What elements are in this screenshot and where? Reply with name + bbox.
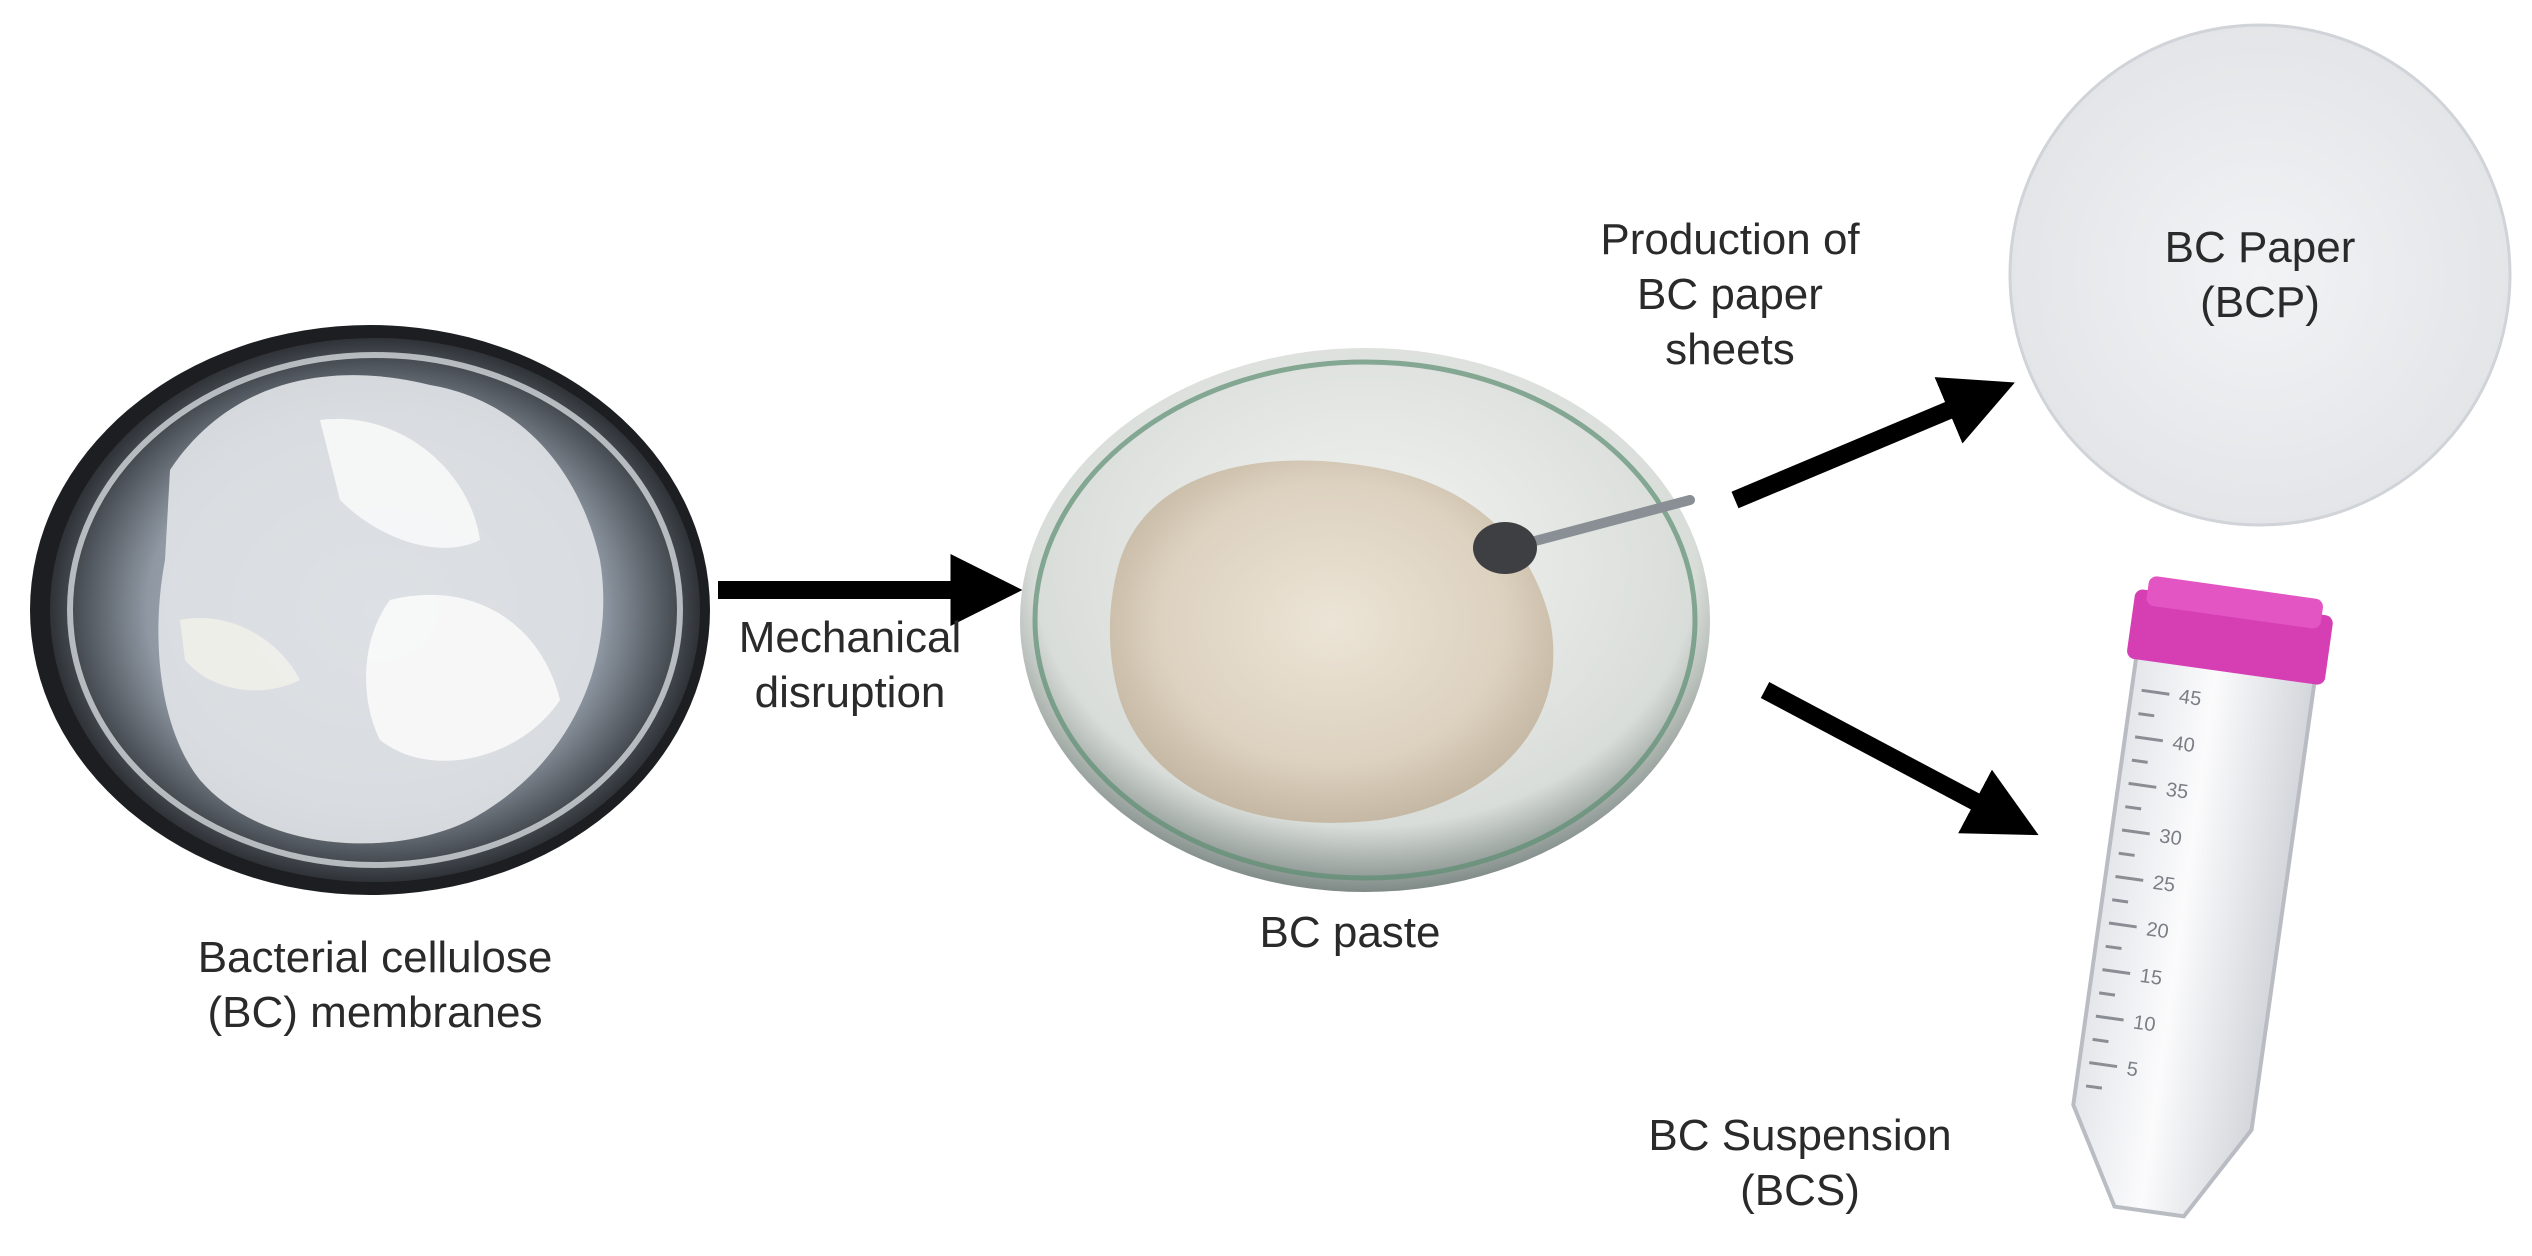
tube-minor-tick <box>2112 898 2129 904</box>
tube-tick <box>2128 781 2157 789</box>
tube-scale-number: 40 <box>2171 732 2196 757</box>
tube-scale-number: 35 <box>2165 779 2190 804</box>
tube-minor-tick <box>2105 944 2122 951</box>
paper-label: BC Paper (BCP) <box>2164 223 2356 327</box>
tube-tick <box>2095 1014 2124 1022</box>
tube-minor-tick <box>2085 1084 2103 1090</box>
tube-minor-tick <box>2098 991 2116 997</box>
tube-minor-tick <box>2092 1037 2109 1044</box>
tube-scale-number: 20 <box>2145 918 2170 943</box>
tube-scale-number: 25 <box>2151 872 2176 897</box>
tube-tick <box>2089 1061 2118 1069</box>
tube-minor-tick <box>2138 712 2155 718</box>
production-label: Production of BC paper sheets <box>1600 215 1860 374</box>
membranes-label: Bacterial cellulose (BC) membranes <box>197 933 553 1037</box>
tube-scale-number: 45 <box>2178 686 2203 711</box>
bc-paste-photo <box>1020 348 1710 892</box>
suspension-label: BC Suspension (BCS) <box>1648 1111 1952 1215</box>
petri-dish-photo <box>30 325 710 895</box>
bc-paper-photo <box>2008 23 2512 527</box>
tube-tick <box>2121 828 2150 836</box>
paste-label: BC paste <box>1259 908 1441 957</box>
tube-scale-number: 30 <box>2158 825 2183 850</box>
tube-tick <box>2134 735 2164 743</box>
arrow-paper <box>1731 377 2015 509</box>
tube-scale-number: 15 <box>2138 965 2163 990</box>
tube-tick <box>2115 875 2144 882</box>
tube-scale-number: 5 <box>2125 1058 2139 1081</box>
tube-minor-tick <box>2118 851 2135 857</box>
arrow-suspension <box>1760 682 2039 836</box>
disruption-label: Mechanical disruption <box>738 613 962 717</box>
bc-suspension-tube-photo: 45 40 35 30 25 20 15 10 5 <box>2071 576 2333 1219</box>
tube-scale-number: 10 <box>2132 1012 2157 1037</box>
tube-minor-tick <box>2125 805 2142 811</box>
tube-tick <box>2141 688 2170 696</box>
tube-tick <box>2108 921 2137 929</box>
tube-minor-tick <box>2131 758 2148 764</box>
tube-tick <box>2102 968 2131 975</box>
